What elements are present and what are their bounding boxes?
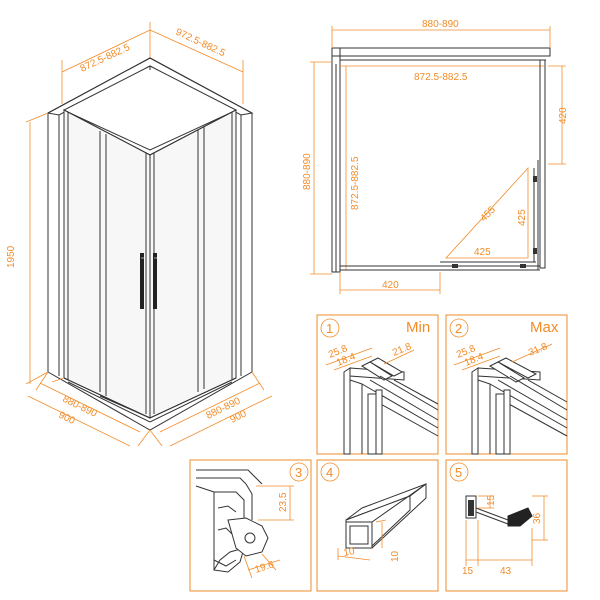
detail-4: 4 10 10 xyxy=(316,459,439,592)
detail-5-number-badge xyxy=(449,462,469,482)
dim-plan-inner-height: 872.5-882.5 xyxy=(350,156,361,210)
dim-plan-bottom: 420 xyxy=(382,280,399,291)
dim-plan-diag: 455 xyxy=(478,204,498,224)
detail-1-min: 1 Min 25.8 18.4 21.8 xyxy=(316,314,439,455)
dim-plan-outer-height: 880-890 xyxy=(302,153,313,190)
detail-2-number: 2 xyxy=(455,321,462,336)
detail-5-dim-c: 15 xyxy=(462,566,474,577)
detail-1-number-badge xyxy=(320,318,340,338)
dim-top-left: 872.5-882.5 xyxy=(79,42,132,75)
detail-5-number: 5 xyxy=(455,465,462,480)
handle-right-icon xyxy=(153,253,157,309)
dim-plan-inner-width: 872.5-882.5 xyxy=(414,72,468,83)
detail-3-number: 3 xyxy=(295,465,302,480)
detail-5-dim-a: 15 xyxy=(486,494,497,506)
handle-left-icon xyxy=(140,253,144,309)
dim-plan-tri-v: 425 xyxy=(517,209,528,226)
detail-3-number-badge xyxy=(289,462,309,482)
detail-5-dim-d: 43 xyxy=(500,566,512,577)
dim-bottom-right-outer: 900 xyxy=(228,408,248,425)
dim-plan-right-top: 420 xyxy=(558,107,569,124)
detail-2-max: 2 Max 25.8 18.4 31.8 xyxy=(445,314,568,455)
detail-1-number: 1 xyxy=(326,321,333,336)
detail-5: 5 15 36 15 43 xyxy=(445,459,568,592)
detail-1-label: Min xyxy=(406,319,430,336)
detail-2-number-badge xyxy=(449,318,469,338)
detail-4-number-badge xyxy=(320,462,340,482)
detail-2-label: Max xyxy=(530,319,559,336)
perspective-view: 872.5-882.5 972.5-882.5 xyxy=(6,22,273,447)
dim-plan-tri-h: 425 xyxy=(474,247,491,258)
detail-3-dim-a: 23.5 xyxy=(278,492,289,512)
dim-height: 1950 xyxy=(6,245,17,268)
detail-4-dim-b: 10 xyxy=(390,550,401,562)
detail-4-number: 4 xyxy=(326,465,333,480)
plan-view: 880-890 872.5-882.5 880-890 872.5-882.5 … xyxy=(302,19,569,294)
dim-plan-outer-width: 880-890 xyxy=(422,19,459,30)
detail-3: 3 23.5 19.6 xyxy=(189,459,312,592)
detail-4-dim-a: 10 xyxy=(343,546,356,559)
detail-5-dim-b: 36 xyxy=(532,512,543,524)
dim-bottom-left-outer: 900 xyxy=(57,410,77,427)
dim-top-right: 972.5-882.5 xyxy=(174,27,227,60)
